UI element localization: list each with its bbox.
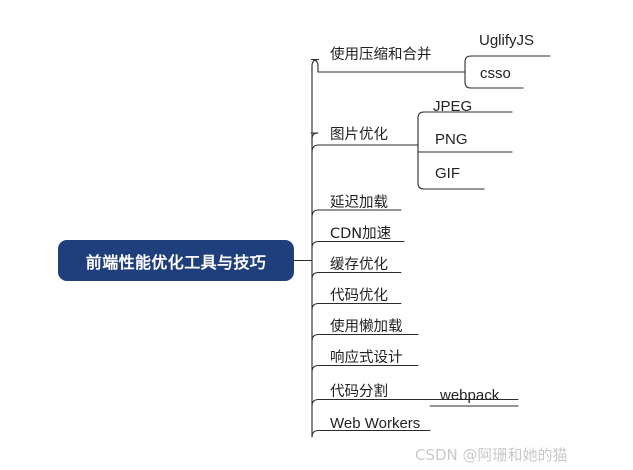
branch-label-lazy-loading-delay[interactable]: 延迟加载	[330, 195, 388, 211]
branch-label-code-optimization[interactable]: 代码优化	[330, 288, 388, 304]
branch-label-cdn[interactable]: CDN加速	[330, 226, 392, 242]
wire-subspine-2b	[417, 151, 428, 190]
root-node-label: 前端性能优化工具与技巧	[85, 252, 267, 272]
branch-label-cache-optimization[interactable]: 缓存优化	[330, 257, 388, 273]
wire-subspine-1b	[464, 71, 475, 89]
wire-branch-7	[311, 333, 419, 342]
wire-branch-4	[311, 240, 405, 249]
wire-branch-2-line	[311, 144, 419, 153]
csdn-watermark: CSDN @阿珊和她的猫	[415, 446, 568, 464]
child-label-webpack[interactable]: webpack	[440, 387, 500, 404]
child-label-csso[interactable]: csso	[480, 65, 511, 82]
child-label-gif[interactable]: GIF	[435, 165, 460, 182]
child-label-jpeg[interactable]: JPEG	[433, 98, 473, 115]
wire-branch-2	[310, 132, 319, 146]
branch-label-image-optimization[interactable]: 图片优化	[330, 127, 388, 143]
wire-subspine-1	[464, 55, 475, 73]
branch-label-compression[interactable]: 使用压缩和合并	[330, 47, 432, 63]
wire-branch-5	[311, 271, 402, 280]
wire-branch-8	[311, 364, 419, 373]
child-label-png[interactable]: PNG	[435, 131, 468, 148]
wire-branch-6	[311, 302, 402, 311]
branch-label-use-lazy-load[interactable]: 使用懒加载	[330, 319, 403, 335]
root-node[interactable]: 前端性能优化工具与技巧	[58, 240, 294, 281]
branch-label-web-workers[interactable]: Web Workers	[330, 415, 421, 432]
branch-label-responsive-design[interactable]: 响应式设计	[330, 350, 403, 366]
wire-subspine-2	[417, 111, 428, 153]
child-label-uglifyjs[interactable]: UglifyJS	[479, 32, 535, 49]
wire-branch-3	[311, 209, 402, 218]
branch-label-code-splitting[interactable]: 代码分割	[330, 384, 388, 400]
